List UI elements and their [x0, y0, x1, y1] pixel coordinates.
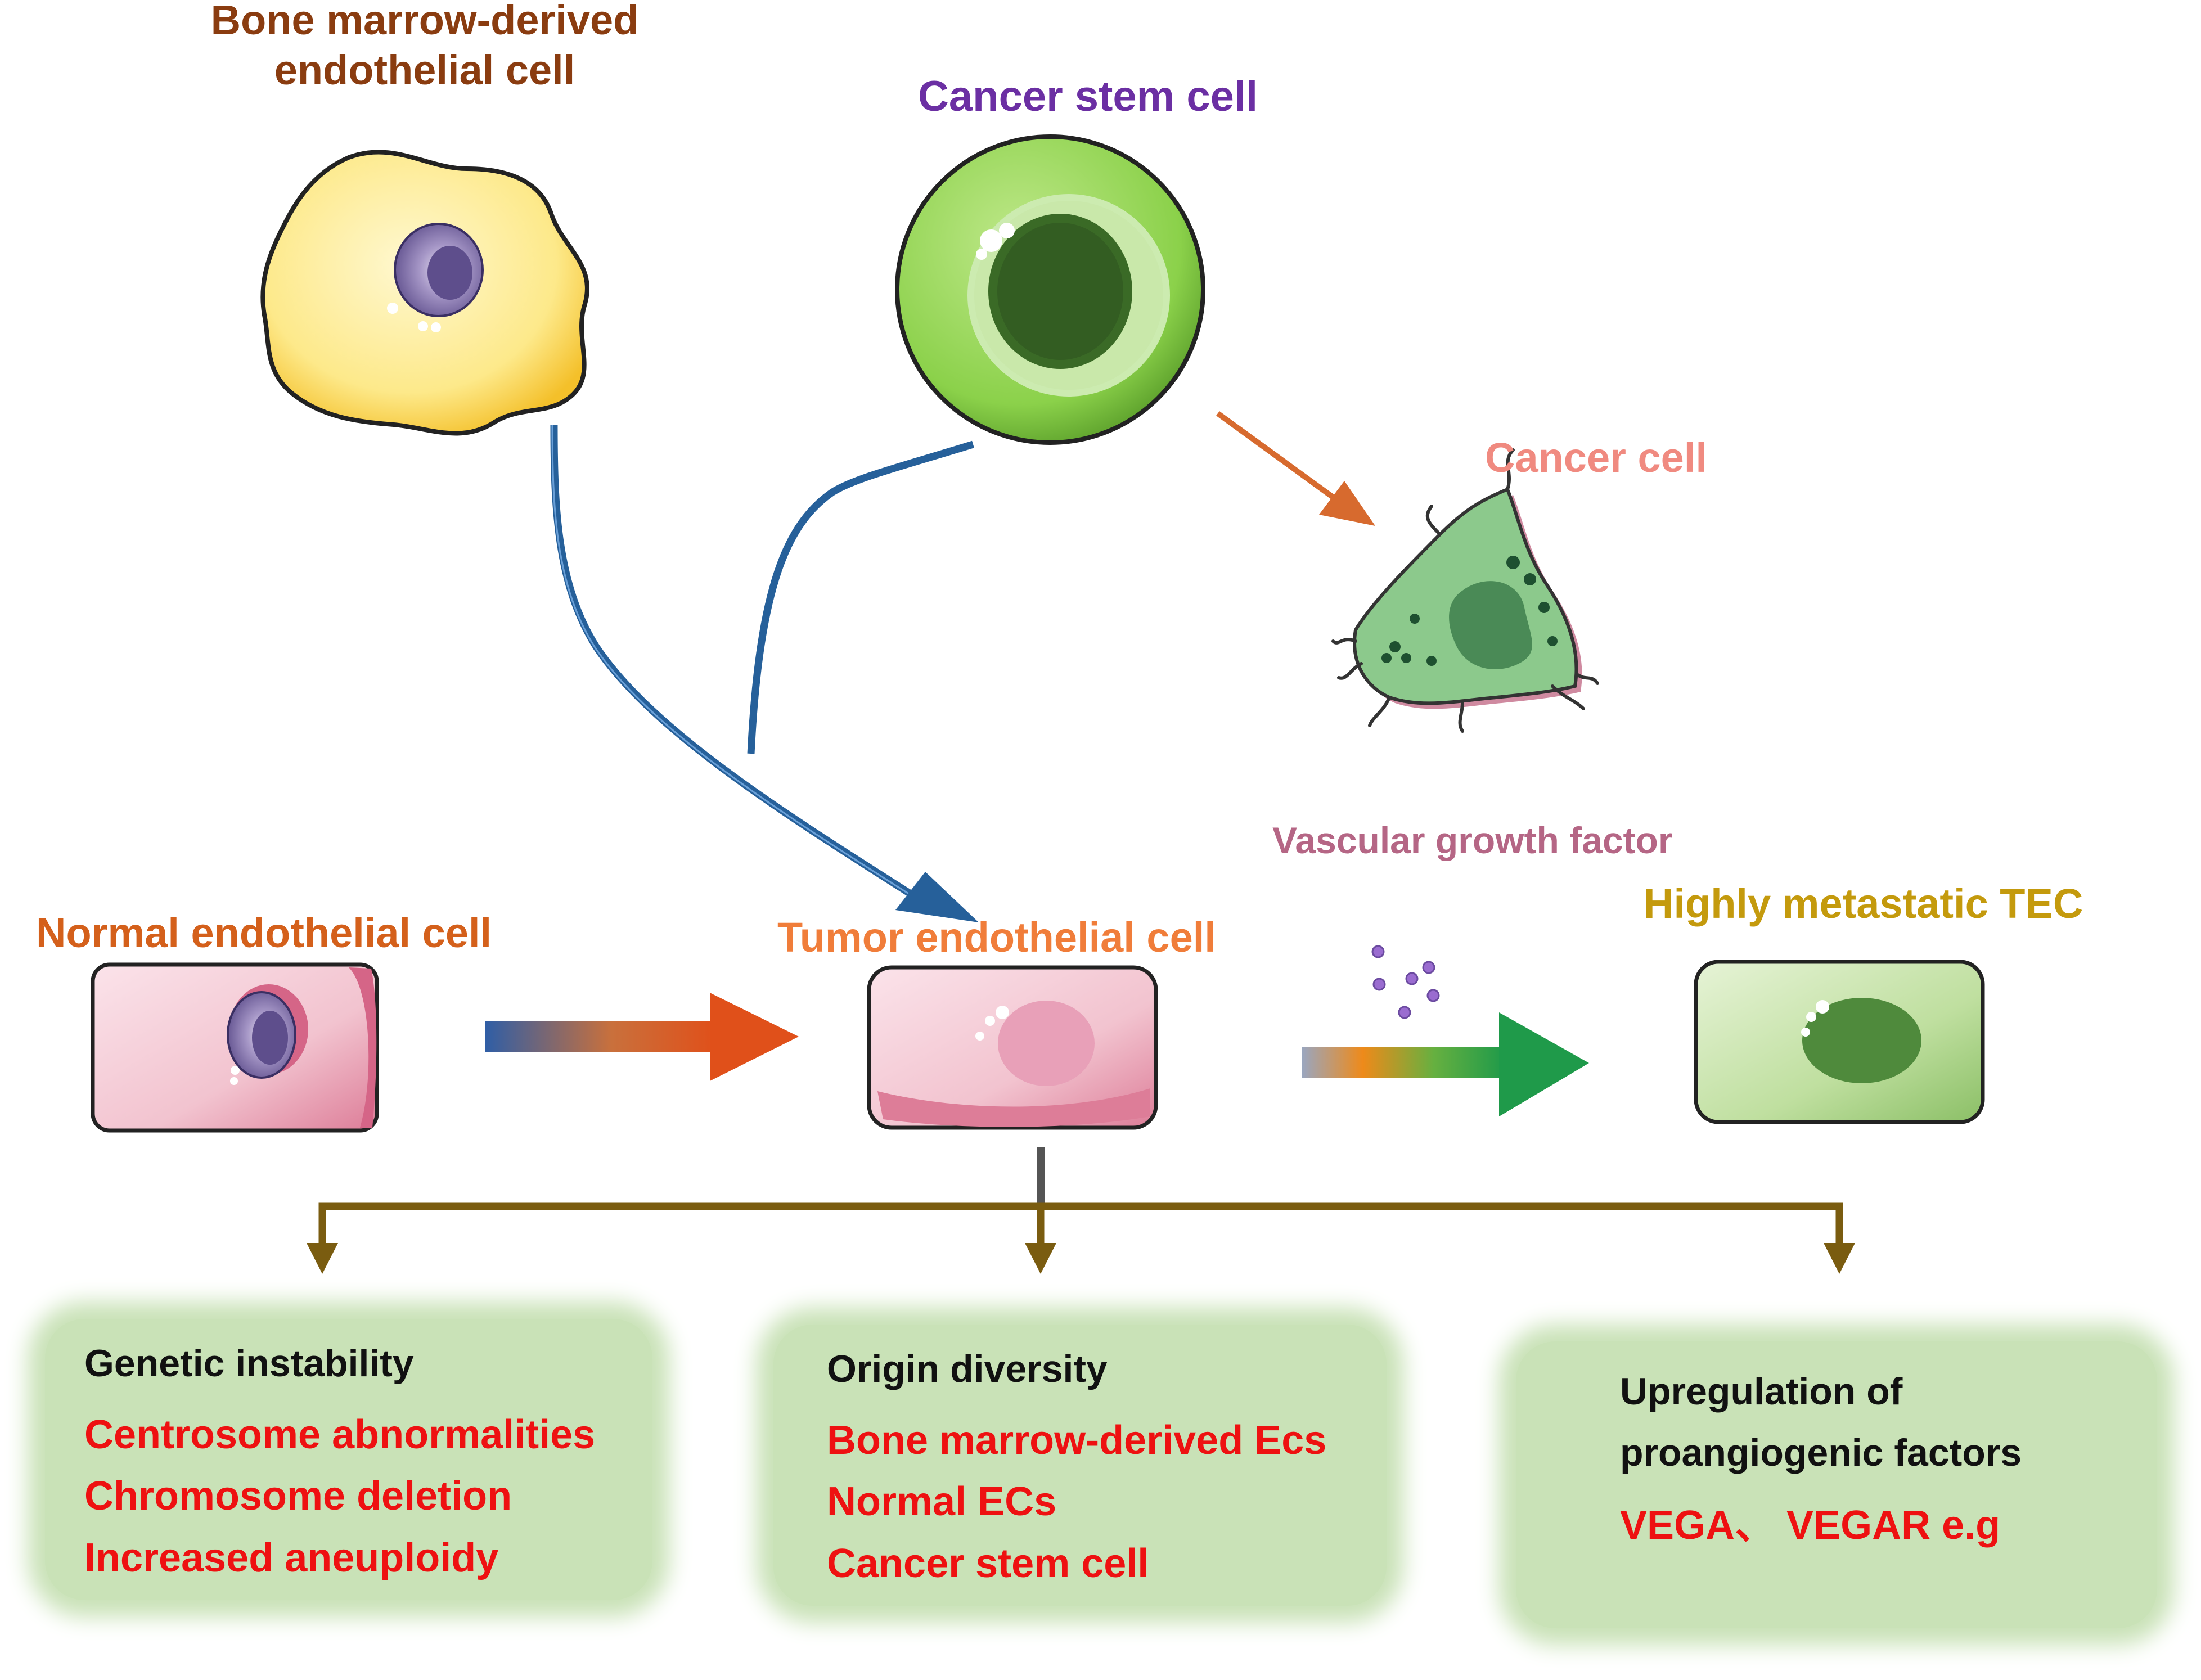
- vascular-growth-factor-label: Vascular growth factor: [1272, 819, 1673, 861]
- list-item: Cancer stem cell: [827, 1541, 1149, 1586]
- bone-marrow-cell-icon: [260, 150, 590, 436]
- cancer-stem-cell-icon: [895, 134, 1205, 445]
- list-item: Bone marrow-derived Ecs: [827, 1417, 1327, 1463]
- box-heading: Upregulation of proangiogenic factors: [1620, 1370, 2022, 1474]
- list-item: Centrosome abnormalities: [84, 1412, 596, 1457]
- genetic-instability-box: Genetic instability Centrosome abnormali…: [45, 1319, 652, 1600]
- cancer-stem-to-tumor-line: [747, 440, 974, 754]
- list-item: Chromosome deletion: [84, 1474, 512, 1519]
- box-heading: Genetic instability: [84, 1342, 414, 1385]
- normal-endothelial-cell-icon: [91, 962, 379, 1133]
- normal-endothelial-cell-label: Normal endothelial cell: [36, 909, 492, 956]
- bone-marrow-to-tumor-arrow: [550, 424, 979, 922]
- growth-factor-dots-icon: [1371, 945, 1440, 1019]
- tumor-to-metastatic-arrow: [1302, 1012, 1589, 1116]
- tumor-endothelial-cell-icon: [867, 965, 1158, 1130]
- outcomes-bracket: [307, 1147, 1855, 1274]
- normal-to-tumor-arrow: [485, 993, 799, 1081]
- box-heading: Origin diversity: [827, 1348, 1108, 1390]
- stem-to-cancer-cell-arrow: [1216, 411, 1375, 526]
- tumor-endothelial-cell-label: Tumor endothelial cell: [777, 914, 1216, 961]
- cancer-stem-cell-label: Cancer stem cell: [918, 73, 1258, 120]
- origin-diversity-box: Origin diversity Bone marrow-derived Ecs…: [773, 1325, 1387, 1606]
- bone-marrow-cell-label: Bone marrow-derived endothelial cell: [210, 0, 639, 93]
- proangiogenic-factors-box: Upregulation of proangiogenic factors VE…: [1516, 1341, 2157, 1628]
- metastatic-tec-cell-icon: [1694, 960, 1985, 1124]
- list-item: VEGA、 VEGAR e.g: [1620, 1502, 2001, 1548]
- cancer-cell-icon: [1331, 448, 1599, 733]
- highly-metastatic-tec-label: Highly metastatic TEC: [1644, 880, 2083, 927]
- cancer-cell-label: Cancer cell: [1485, 434, 1707, 481]
- list-item: Increased aneuploidy: [84, 1535, 499, 1580]
- list-item: Normal ECs: [827, 1479, 1057, 1525]
